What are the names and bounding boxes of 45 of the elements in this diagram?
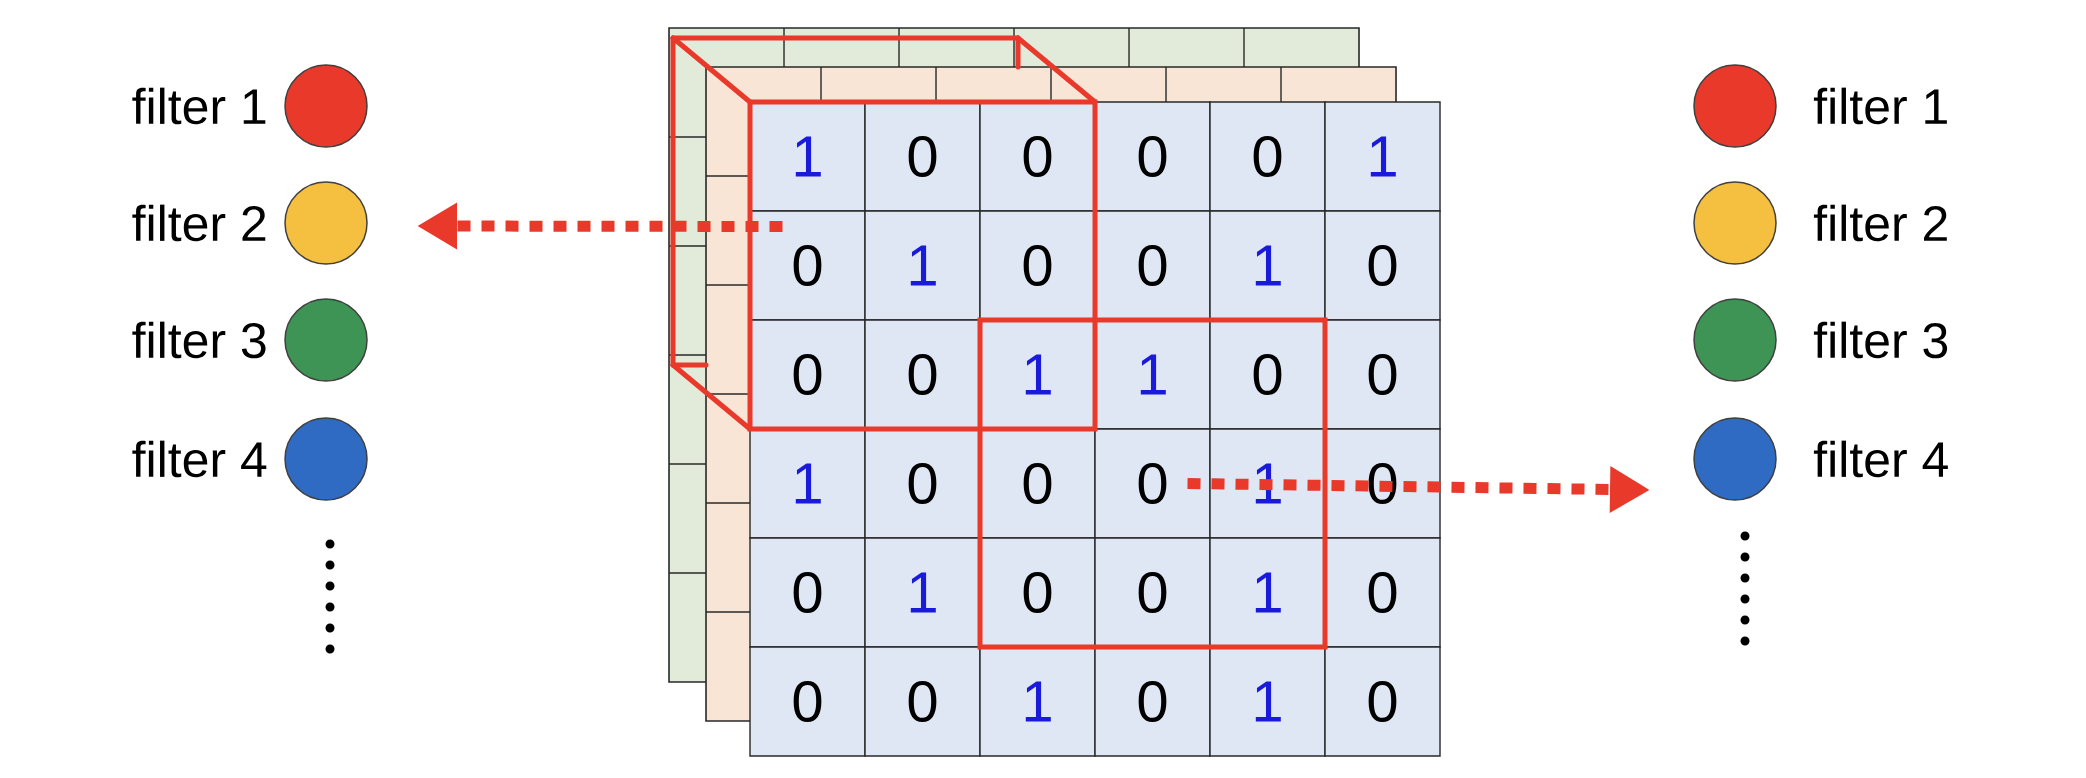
grid-cell: 0 xyxy=(1209,319,1326,430)
legend-label: filter 3 xyxy=(1813,321,1948,359)
grid-cell: 0 xyxy=(864,428,981,539)
grid-cell: 0 xyxy=(864,319,981,430)
grid-cell: 0 xyxy=(979,101,1096,212)
grid-cell: 1 xyxy=(1209,210,1326,321)
legend-label: filter 1 xyxy=(132,87,266,125)
grid-cell: 1 xyxy=(979,646,1096,757)
grid-cell: 1 xyxy=(749,101,866,212)
grid-cell: 0 xyxy=(864,101,981,212)
grid-cell: 0 xyxy=(1324,646,1441,757)
grid-cell: 0 xyxy=(1094,428,1211,539)
legend-label: filter 2 xyxy=(1813,204,1947,242)
grid-cell: 0 xyxy=(979,210,1096,321)
filter-window xyxy=(977,317,1328,650)
grid-cell: 1 xyxy=(864,210,981,321)
grid-cell: 0 xyxy=(1324,210,1441,321)
filter-cube-outline xyxy=(670,35,1098,432)
grid-cell: 1 xyxy=(749,428,866,539)
legend-label: filter 4 xyxy=(1813,440,1948,478)
grid-cell: 1 xyxy=(1209,537,1326,648)
legend-label: filter 1 xyxy=(1813,87,1947,125)
grid-cell: 1 xyxy=(1209,646,1326,757)
grid-cell: 0 xyxy=(1324,319,1441,430)
grid-cell: 0 xyxy=(1094,646,1211,757)
legend-label: filter 3 xyxy=(132,321,266,359)
legend-label: filter 2 xyxy=(132,204,266,242)
grid-cell: 0 xyxy=(979,537,1096,648)
grid-cell: 0 xyxy=(1324,537,1441,648)
grid-cell: 0 xyxy=(749,646,866,757)
grid-cell: 0 xyxy=(1209,101,1326,212)
grid-cell: 0 xyxy=(1094,101,1211,212)
grid-cell: 0 xyxy=(1094,210,1211,321)
grid-cell: 1 xyxy=(1324,101,1441,212)
grid-cell: 0 xyxy=(979,428,1096,539)
grid-cell: 0 xyxy=(1094,537,1211,648)
grid-cell: 1 xyxy=(864,537,981,648)
grid-cell: 0 xyxy=(1324,428,1441,539)
grid-cell: 0 xyxy=(864,646,981,757)
legend-label: filter 4 xyxy=(132,440,267,478)
grid-cell: 1 xyxy=(1094,319,1211,430)
grid-cell: 0 xyxy=(749,319,866,430)
grid-cell: 1 xyxy=(979,319,1096,430)
grid-cell: 0 xyxy=(749,210,866,321)
grid-cell: 0 xyxy=(749,537,866,648)
